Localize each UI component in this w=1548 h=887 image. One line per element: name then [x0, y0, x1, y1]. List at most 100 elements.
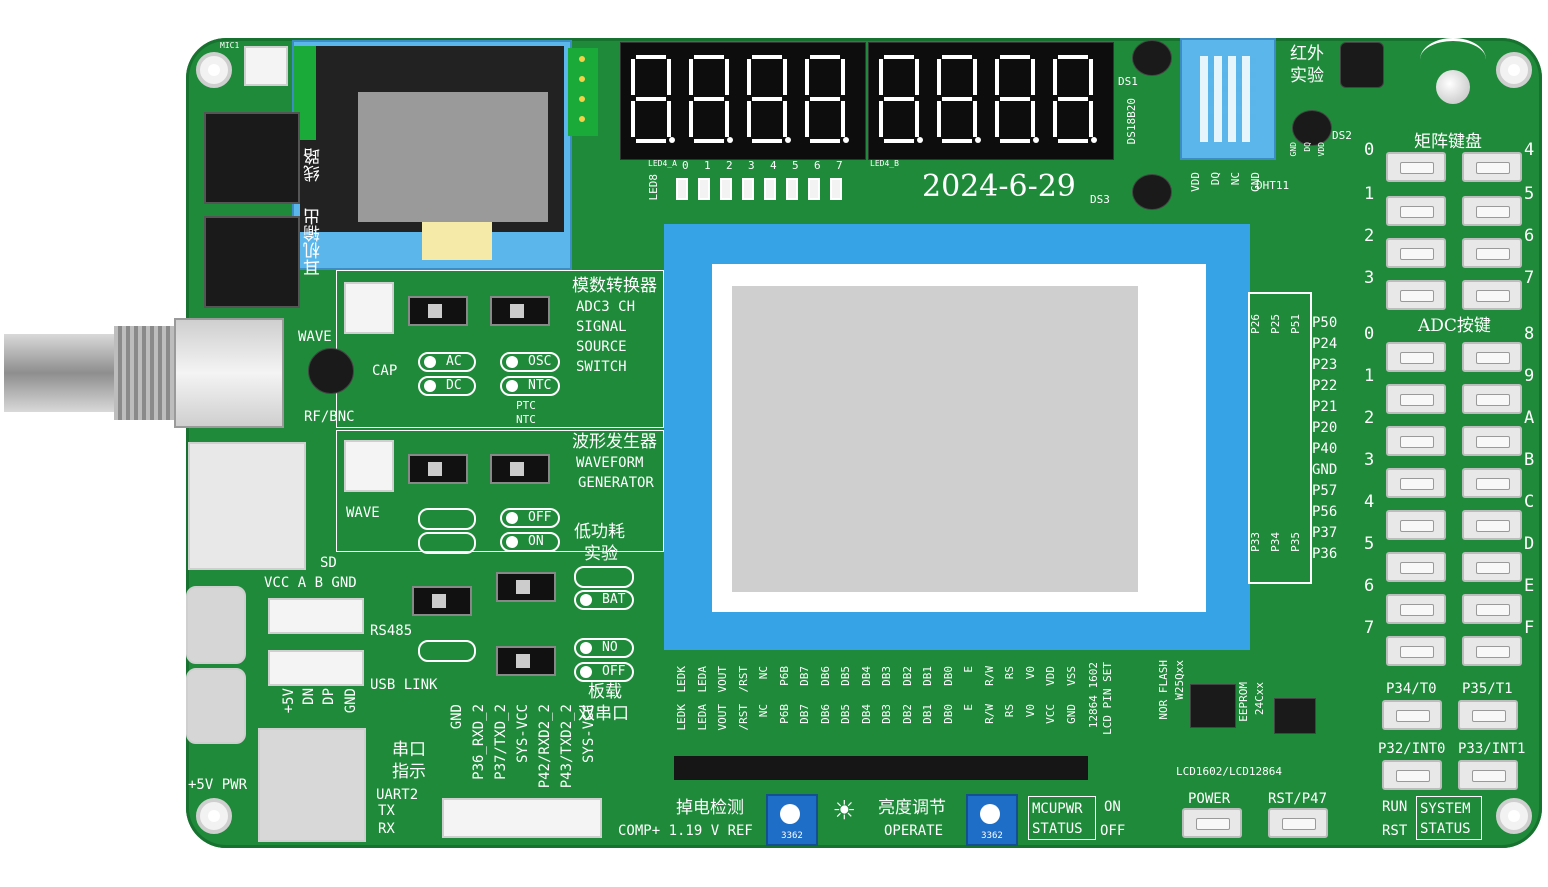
lcd-pin-top-label: R/W [982, 666, 996, 686]
mcu-status-label: STATUS [1032, 821, 1083, 837]
lcd-pin-bottom-label: DB4 [859, 704, 873, 724]
key-k1-1[interactable] [1462, 196, 1522, 226]
system-label: SYSTEM [1420, 801, 1471, 817]
adc-key-a[interactable] [1462, 426, 1522, 456]
lcd-pin-top-label: E [962, 666, 975, 673]
ds1-label: DS1 [1118, 75, 1138, 88]
nor-flash-chip [1190, 684, 1236, 728]
adc-key-5[interactable] [1386, 552, 1446, 582]
lcd-pin-top-label: DB6 [818, 666, 832, 686]
usb-link-connector [268, 650, 364, 686]
power-button[interactable] [1182, 808, 1242, 838]
date-label: 2024-6-29 [922, 169, 1076, 204]
bnc-connector [4, 318, 284, 428]
key-k1-3[interactable] [1462, 280, 1522, 310]
key-k0-0[interactable] [1386, 152, 1446, 182]
lcd-pin-bottom-label: P6B [777, 704, 791, 724]
headphone-label: 耳机输出 [304, 208, 324, 276]
ds1-sensor [1132, 40, 1172, 76]
eeprom-chip [1274, 698, 1316, 734]
seg-a-label: LED4_A [648, 159, 677, 168]
wave-connector [344, 440, 394, 492]
adc-key-c[interactable] [1462, 510, 1522, 540]
adc-key-1[interactable] [1386, 384, 1446, 414]
ir-receiver [1340, 42, 1384, 88]
pwr-label: +5V PWR [188, 777, 248, 793]
switch-s3[interactable] [408, 296, 468, 326]
uart2-label: UART2 [376, 787, 419, 803]
mcupwr-label: MCUPWR [1032, 801, 1083, 817]
adc-key-0[interactable] [1386, 342, 1446, 372]
switch-s2[interactable] [496, 646, 556, 676]
switch-s5[interactable] [490, 454, 550, 484]
port-header [1248, 292, 1312, 584]
key-k0-2[interactable] [1386, 238, 1446, 268]
led8-label: LED8 [647, 174, 660, 201]
rst-p47-label: RST/P47 [1268, 791, 1328, 807]
adc-key-d[interactable] [1462, 552, 1522, 582]
lcd-pin-bottom-label: VCC [1044, 704, 1057, 724]
rs485-connector [268, 598, 364, 634]
seg-b-label: LED4_B [870, 159, 899, 168]
switch-s4[interactable] [490, 296, 550, 326]
lcd-model-label: LCD1602/LCD12864 [1176, 765, 1282, 778]
adc-key-2[interactable] [1386, 426, 1446, 456]
sw-p33-label: P33/INT1 [1458, 741, 1526, 757]
pot-w1[interactable]: 3362 [766, 794, 818, 846]
ac-indicator: AC [418, 352, 476, 372]
nor-flash-part: W25Qxx [1173, 660, 1186, 700]
mic-connector [244, 46, 288, 86]
ntc-indicator: NTC [500, 376, 560, 396]
adc-key-8[interactable] [1462, 342, 1522, 372]
sw2-button[interactable] [1382, 760, 1442, 790]
operate-label: OPERATE [884, 823, 944, 839]
rs485-label: RS485 [370, 623, 413, 639]
reset-button[interactable] [1268, 808, 1328, 838]
key-k0-3[interactable] [1386, 280, 1446, 310]
ds2-label: DS2 [1332, 129, 1352, 142]
key-k1-2[interactable] [1462, 238, 1522, 268]
pot-w2[interactable]: 3362 [966, 794, 1018, 846]
lcd-pin-bottom-label: DB5 [839, 704, 852, 724]
key-k0-1[interactable] [1386, 196, 1446, 226]
lcd-frame [664, 224, 1250, 650]
adc-key-7[interactable] [1386, 636, 1446, 666]
sw-p32-label: P32/INT0 [1378, 741, 1446, 757]
wave-label: WAVE [346, 505, 380, 521]
disable-icon [418, 640, 476, 662]
usb-c-2 [186, 668, 246, 744]
lcd-pin-top-label: DB1 [921, 666, 934, 686]
adc-key-f[interactable] [1462, 636, 1522, 666]
lcd-pin-bottom-label: GND [1064, 704, 1078, 724]
lcd-pin-bottom-label: NC [757, 704, 770, 718]
lcd-pin-top-label: DB4 [859, 666, 873, 686]
lcd-pin-bottom-label: LEDA [695, 704, 709, 731]
lcd-pin-bottom-label: DB2 [900, 704, 914, 724]
adc-key-e[interactable] [1462, 594, 1522, 624]
switch-s7[interactable] [412, 586, 472, 616]
uart-off-indicator: OFF [574, 662, 634, 682]
square-wave-icon [418, 508, 476, 530]
rx-label: RX [378, 821, 395, 837]
adc-key-6[interactable] [1386, 594, 1446, 624]
adc-key-9[interactable] [1462, 384, 1522, 414]
adc-key-3[interactable] [1386, 468, 1446, 498]
adc-key-b[interactable] [1462, 468, 1522, 498]
key-k1-0[interactable] [1462, 152, 1522, 182]
lcd-pin-top-label: DB5 [839, 666, 852, 686]
sw4-button[interactable] [1382, 700, 1442, 730]
sw1-button[interactable] [1458, 760, 1518, 790]
uart-title: 板载 [588, 682, 622, 702]
sw3-button[interactable] [1458, 700, 1518, 730]
mount-hole-bl [196, 798, 232, 834]
lcd-pin-bottom-label: LEDK [675, 704, 688, 731]
line-out-jack [204, 112, 300, 204]
switch-s6[interactable] [408, 454, 468, 484]
ds3-sensor [1132, 174, 1172, 210]
adc-key-4[interactable] [1386, 510, 1446, 540]
lcd-header [674, 756, 1088, 780]
off-indicator: OFF [500, 508, 560, 528]
switch-s1[interactable] [496, 572, 556, 602]
dht11-sensor [1180, 38, 1276, 160]
wifi-icon [1420, 38, 1486, 81]
